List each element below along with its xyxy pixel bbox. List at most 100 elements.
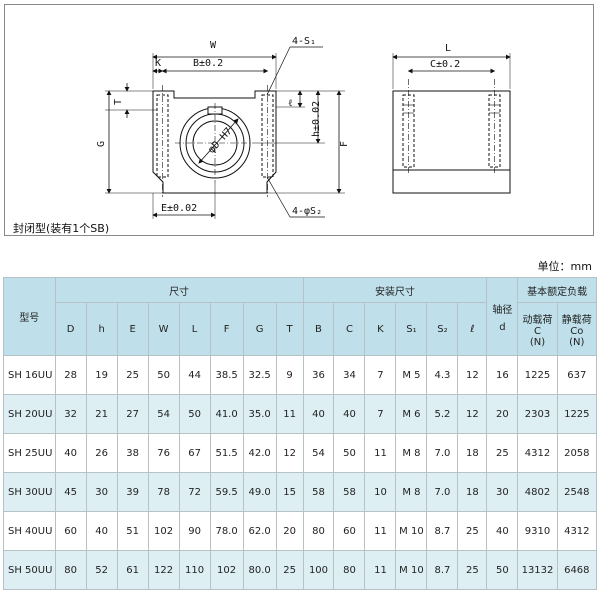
table-cell: 27 xyxy=(116,394,149,434)
table-cell: 15 xyxy=(275,472,304,512)
model-cell: SH 16UU xyxy=(3,355,56,395)
dynamic-load-symbol: C xyxy=(533,325,541,337)
front-view: φD H7 W K B±0.2 4-S₁ T G xyxy=(96,36,350,219)
table-cell: 12 xyxy=(275,433,304,473)
table-cell: 11 xyxy=(364,511,397,551)
table-cell: 6468 xyxy=(556,550,598,590)
col-header: K xyxy=(364,302,397,356)
table-cell: M 6 xyxy=(395,394,428,434)
table-cell: 76 xyxy=(147,433,180,473)
table-cell: 36 xyxy=(302,355,335,395)
table-cell: 62.0 xyxy=(242,511,277,551)
table-cell: 2548 xyxy=(556,472,598,512)
table-cell: 100 xyxy=(302,550,335,590)
table-cell: 12 xyxy=(457,394,488,434)
dim-l: ℓ xyxy=(288,98,293,109)
col-header: B xyxy=(302,302,335,356)
spec-table: 型号 尺寸 安装尺寸 轴径 d 基本额定负载 D h E W L F G T B… xyxy=(3,277,598,590)
header-shaft-label: 轴径 xyxy=(492,304,513,316)
table-cell: 110 xyxy=(178,550,211,590)
col-header: W xyxy=(147,302,180,356)
table-cell: 7 xyxy=(364,394,397,434)
table-cell: 54 xyxy=(302,433,335,473)
table-cell: 72 xyxy=(178,472,211,512)
table-cell: 38 xyxy=(116,433,149,473)
model-cell: SH 50UU xyxy=(3,550,56,590)
table-cell: 20 xyxy=(486,394,519,434)
table-cell: 60 xyxy=(54,511,87,551)
dynamic-load-unit: (N) xyxy=(529,336,546,348)
table-cell: 80 xyxy=(333,550,366,590)
header-mounting: 安装尺寸 xyxy=(302,277,488,303)
table-cell: 78.0 xyxy=(209,511,244,551)
table-cell: 16 xyxy=(486,355,519,395)
table-cell: 80 xyxy=(54,550,87,590)
table-cell: 67 xyxy=(178,433,211,473)
table-cell: 122 xyxy=(147,550,180,590)
table-cell: 60 xyxy=(333,511,366,551)
table-cell: 26 xyxy=(85,433,118,473)
table-cell: 61 xyxy=(116,550,149,590)
header-load: 基本额定负载 xyxy=(517,277,597,303)
model-cell: SH 25UU xyxy=(3,433,56,473)
table-cell: 32 xyxy=(54,394,87,434)
drawing-caption: 封闭型(装有1个SB) xyxy=(13,222,110,235)
table-cell: 20 xyxy=(275,511,304,551)
dynamic-load-label: 动载荷 xyxy=(522,314,553,326)
table-cell: 80.0 xyxy=(242,550,277,590)
table-cell: 41.0 xyxy=(209,394,244,434)
table-cell: 40 xyxy=(333,394,366,434)
table-cell: 11 xyxy=(364,550,397,590)
table-cell: 25 xyxy=(457,511,488,551)
table-cell: 32.5 xyxy=(242,355,277,395)
dim-K: K xyxy=(155,58,161,69)
table-cell: M 8 xyxy=(395,472,428,512)
header-model: 型号 xyxy=(3,277,56,356)
dim-F: F xyxy=(339,141,350,147)
dim-B: B±0.2 xyxy=(193,58,223,69)
unit-label: 单位：mm xyxy=(537,260,592,273)
table-cell: 637 xyxy=(556,355,598,395)
col-header: T xyxy=(275,302,304,356)
dim-C: C±0.2 xyxy=(430,59,460,70)
table-cell: 11 xyxy=(275,394,304,434)
table-cell: 42.0 xyxy=(242,433,277,473)
table-cell: 50 xyxy=(486,550,519,590)
table-cell: 102 xyxy=(147,511,180,551)
col-header: E xyxy=(116,302,149,356)
header-static-load: 静载荷 Co (N) xyxy=(556,302,598,356)
table-cell: 50 xyxy=(178,394,211,434)
table-cell: 35.0 xyxy=(242,394,277,434)
table-cell: 25 xyxy=(457,550,488,590)
table-cell: 11 xyxy=(364,433,397,473)
table-cell: 40 xyxy=(302,394,335,434)
model-cell: SH 40UU xyxy=(3,511,56,551)
table-cell: 7 xyxy=(364,355,397,395)
dim-S1: 4-S₁ xyxy=(292,36,316,47)
table-cell: 80 xyxy=(302,511,335,551)
header-shaft: 轴径 d xyxy=(486,277,519,356)
table-cell: 28 xyxy=(54,355,87,395)
table-cell: 1225 xyxy=(517,355,558,395)
table-cell: 25 xyxy=(116,355,149,395)
table-cell: 40 xyxy=(85,511,118,551)
table-cell: 49.0 xyxy=(242,472,277,512)
col-header: C xyxy=(333,302,366,356)
table-cell: 9310 xyxy=(517,511,558,551)
static-load-symbol: Co xyxy=(570,325,584,337)
table-cell: 4312 xyxy=(517,433,558,473)
table-cell: 45 xyxy=(54,472,87,512)
table-cell: 50 xyxy=(333,433,366,473)
table-cell: M 8 xyxy=(395,433,428,473)
table-cell: 44 xyxy=(178,355,211,395)
table-cell: 21 xyxy=(85,394,118,434)
col-header: h xyxy=(85,302,118,356)
table-cell: 13132 xyxy=(517,550,558,590)
table-cell: 34 xyxy=(333,355,366,395)
dim-W: W xyxy=(210,40,217,51)
table-cell: 10 xyxy=(364,472,397,512)
